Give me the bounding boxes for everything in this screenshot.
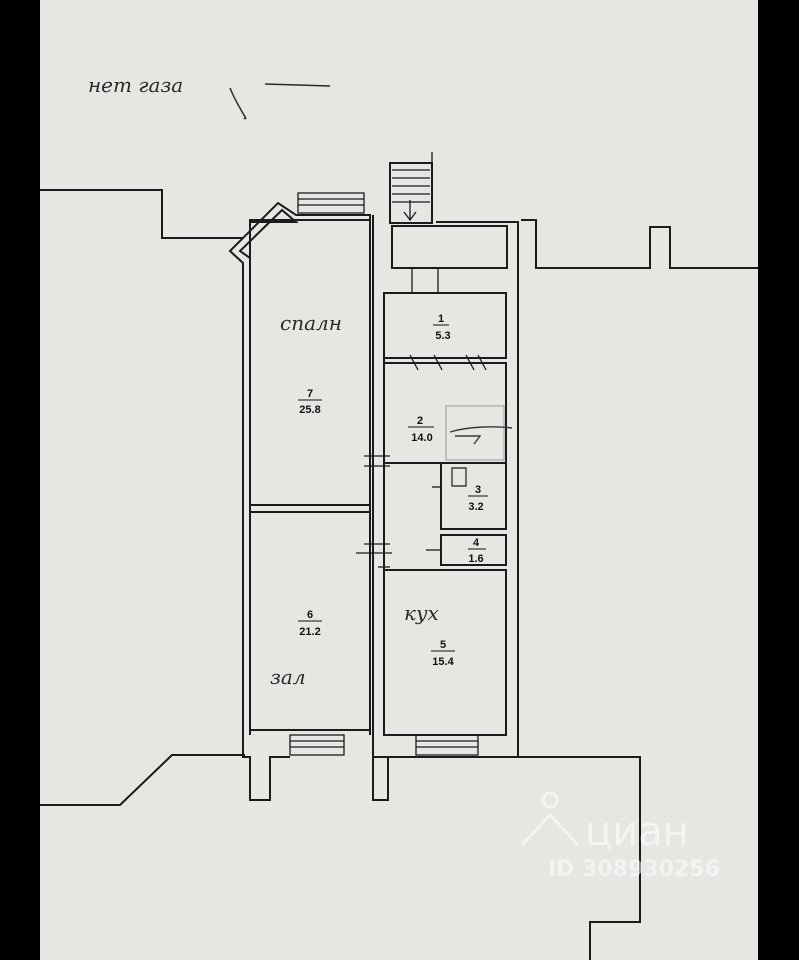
room-4: 4 1.6 — [468, 537, 486, 565]
room-number: 6 — [307, 609, 313, 621]
room-number: 1 — [438, 313, 444, 325]
apartment-walls — [228, 152, 519, 801]
room-handwritten-label: спалн — [280, 311, 342, 335]
room-area: 1.6 — [468, 553, 483, 565]
location-pin-icon — [520, 791, 580, 847]
room-6: 6 21.2 зал — [270, 609, 322, 689]
room-area: 25.8 — [299, 404, 320, 416]
room-3: 3 3.2 — [468, 484, 488, 513]
room-number: 5 — [440, 639, 446, 651]
room-number: 3 — [475, 484, 481, 496]
room-7: 7 25.8 спалн — [280, 311, 342, 416]
handwritten-note: нет газа — [88, 73, 331, 120]
room-number: 7 — [307, 388, 313, 400]
handwritten-note-text: нет газа — [88, 73, 183, 97]
room-1: 1 5.3 — [433, 313, 451, 342]
room-number: 2 — [417, 415, 423, 427]
room-number: 4 — [473, 537, 480, 549]
building-outline — [40, 189, 758, 960]
cian-watermark: циан ID 308930256 — [520, 791, 720, 882]
room-area: 5.3 — [435, 330, 450, 342]
watermark-brand: циан — [585, 809, 689, 855]
room-area: 14.0 — [411, 432, 432, 444]
room-handwritten-label: кух — [404, 601, 439, 625]
watermark-id: ID 308930256 — [548, 857, 720, 882]
room-area: 15.4 — [432, 656, 454, 668]
room-area: 21.2 — [299, 626, 320, 638]
room-5: 5 15.4 кух — [404, 601, 455, 668]
room-handwritten-label: зал — [270, 665, 306, 689]
room-2: 2 14.0 — [408, 415, 434, 444]
paper-sheet — [40, 0, 758, 960]
room-area: 3.2 — [468, 501, 483, 513]
